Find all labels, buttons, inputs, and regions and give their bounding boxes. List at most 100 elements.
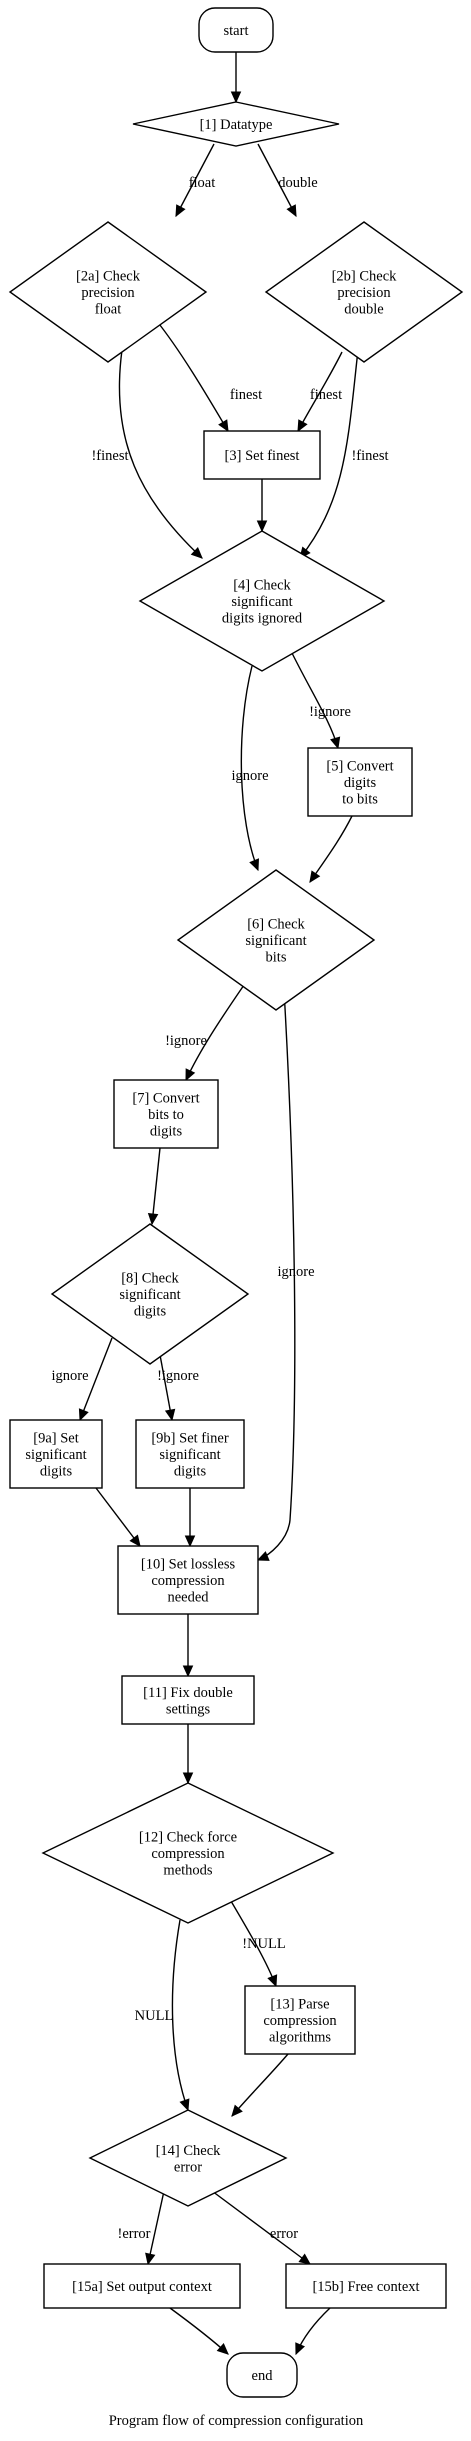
node-n11-text-line: settings <box>166 1701 211 1717</box>
e-n6-n10-line <box>257 989 296 1561</box>
diagram-caption: Program flow of compression configuratio… <box>109 2413 364 2429</box>
node-n5-text-line: to bits <box>342 792 378 808</box>
node-n14-text-line: error <box>174 2159 202 2175</box>
node-n12-text-line: methods <box>163 1863 212 1879</box>
e-n2b-n3-label: finest <box>310 387 342 403</box>
node-n1-text-line: [1] Datatype <box>200 117 273 133</box>
e-n5-n6-line <box>309 815 353 883</box>
node-n2a-text-line: [2a] Check <box>76 269 141 285</box>
e-n2b-n4-label: !finest <box>351 448 388 464</box>
node-n10-text-line: compression <box>151 1573 225 1589</box>
node-n15b-text-line: [15b] Free context <box>312 2279 419 2295</box>
e-n15a-end-arrowhead <box>216 2343 229 2355</box>
node-end-text-line: end <box>252 2368 274 2384</box>
node-n5-text-line: digits <box>344 775 377 791</box>
e-n4-n6-label: ignore <box>231 768 268 784</box>
e-n14-n15a-arrowhead <box>145 2252 156 2266</box>
e-n1-n2a-line <box>175 143 215 217</box>
node-n10-text-line: needed <box>167 1590 209 1606</box>
node-n2a-text-line: float <box>95 302 122 318</box>
e-n9a-n10-arrowhead <box>129 1534 141 1547</box>
node-n6-text-line: [6] Check <box>247 917 305 933</box>
node-n13-box <box>244 1985 356 2055</box>
node-n12-text-line: compression <box>151 1846 225 1862</box>
node-n3-box <box>203 430 321 480</box>
node-n15b-box <box>285 2263 447 2309</box>
node-n15a-box <box>43 2263 241 2309</box>
node-end: end <box>226 2352 298 2398</box>
node-n9a-text-line: digits <box>40 1464 73 1480</box>
e-n4-n6-line <box>240 665 259 871</box>
e-n9b-n10-arrowhead <box>184 1535 196 1548</box>
e-n12-n13-arrowhead <box>267 1974 278 1988</box>
e-n12-n14-line <box>171 1919 189 2111</box>
e-n6-n10-label: ignore <box>277 1264 314 1280</box>
node-n9b-text-line: significant <box>159 1447 220 1463</box>
edge-label-layer: float double finest finest !finest !finest !ig… <box>51 175 388 2242</box>
e-n14-n15b-line <box>211 2190 311 2265</box>
node-n13-text-line: compression <box>263 2013 337 2029</box>
node-n10-box <box>117 1545 259 1615</box>
node-n14-text-line: [14] Check <box>156 2143 222 2159</box>
e-n4-n5-label: !ignore <box>309 704 351 720</box>
node-n13-text-line: [13] Parse <box>270 1997 329 2013</box>
e-n1-n2a-label: float <box>189 175 216 191</box>
e-n14-n15b-arrowhead <box>298 2253 311 2265</box>
node-n13-text-line: algorithms <box>269 2030 331 2046</box>
e-n2b-n3-arrowhead <box>297 419 308 433</box>
node-n9b-text-line: [9b] Set finer <box>151 1431 228 1447</box>
e-n2a-n3-label: finest <box>230 387 262 403</box>
node-n2b-text-line: precision <box>337 285 391 301</box>
e-n15b-end-arrowhead <box>295 2342 305 2356</box>
node-n6-text-line: significant <box>245 933 306 949</box>
node-n15a-text-line: [15a] Set output context <box>72 2279 212 2295</box>
node-start: start <box>198 7 274 53</box>
e-n2a-n3-line <box>155 319 229 432</box>
e-n6-n10-arrowhead <box>256 1551 270 1561</box>
node-n10-text-line: [10] Set lossless <box>141 1557 236 1573</box>
e-n8-n9a-label: ignore <box>51 1368 88 1384</box>
e-n4-n5-line <box>289 648 339 749</box>
edge-layer <box>78 52 359 2356</box>
node-n15a: [15a] Set output context <box>43 2263 241 2309</box>
node-n8-diamond <box>50 1223 250 1365</box>
e-n2a-n4-arrowhead <box>190 546 203 559</box>
node-n4-diamond <box>138 530 386 672</box>
node-n2b-diamond <box>264 221 464 363</box>
e-n8-n9b-label: !ignore <box>157 1368 199 1384</box>
e-n1-n2b-arrowhead <box>286 204 297 218</box>
node-n7-box <box>113 1079 219 1149</box>
e-n8-n9b-arrowhead <box>164 1408 176 1422</box>
node-n8-text-line: [8] Check <box>121 1271 179 1287</box>
node-n7-text-line: bits to <box>148 1107 184 1123</box>
e-n1-n2b-line <box>257 143 297 217</box>
node-n2a-text-line: precision <box>81 285 135 301</box>
e-n5-n6-arrowhead <box>309 870 321 884</box>
node-n9b-text-line: digits <box>174 1464 207 1480</box>
e-n9a-n10-line <box>95 1487 141 1547</box>
node-start-rounded-box <box>198 7 274 53</box>
node-n7-text-line: [7] Convert <box>132 1091 199 1107</box>
node-n12-diamond <box>41 1782 335 1924</box>
node-n2a-diamond <box>8 221 208 363</box>
e-n8-n9a-line <box>79 1337 113 1421</box>
node-n6-text-line: bits <box>266 950 287 966</box>
e-start-n1-arrowhead <box>230 91 242 104</box>
node-n11-box <box>121 1675 255 1725</box>
node-n2b-text-line: double <box>344 302 383 318</box>
e-n2a-n4-label: !finest <box>91 448 128 464</box>
node-n4-text-line: significant <box>231 594 292 610</box>
e-n15a-end-line <box>169 2307 229 2355</box>
e-n13-n14-line <box>231 2053 289 2117</box>
e-n13-n14-arrowhead <box>231 2104 243 2117</box>
e-n6-n7-label: !ignore <box>165 1033 207 1049</box>
e-n2a-n3-arrowhead <box>218 419 229 433</box>
node-n9a-box <box>9 1419 103 1489</box>
